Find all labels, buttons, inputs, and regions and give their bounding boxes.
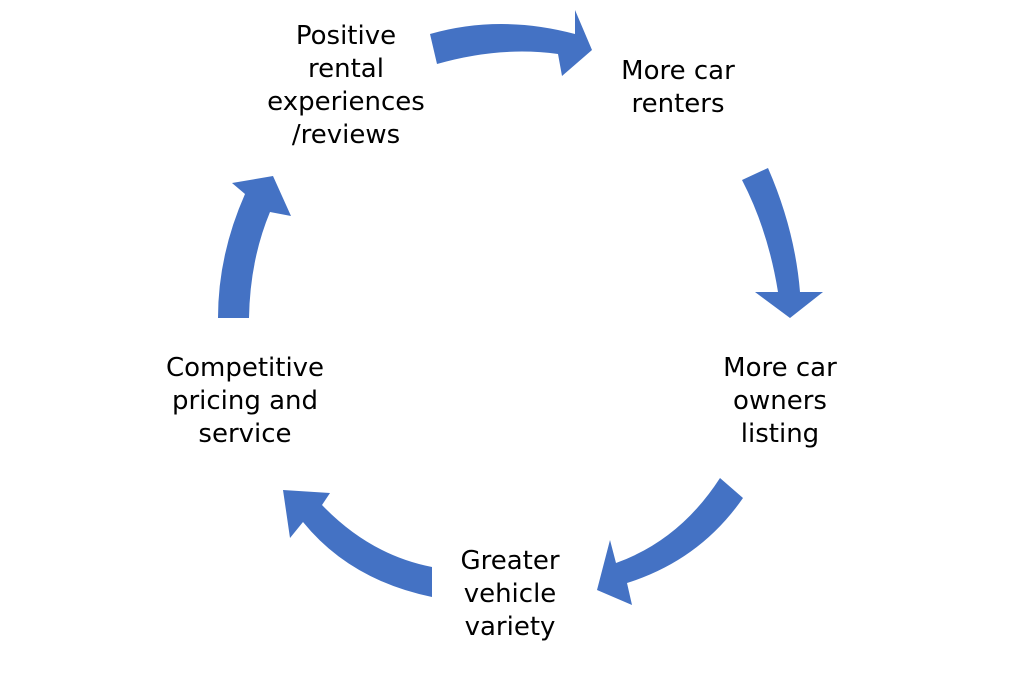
arrow-reviews-to-renters [430, 10, 592, 76]
node-competitive-pricing: Competitive pricing and service [165, 353, 325, 449]
arrow-owners-to-variety [597, 478, 743, 605]
node-positive-reviews: Positive rental experiences /reviews [267, 21, 425, 150]
arrow-pricing-to-reviews [218, 176, 291, 318]
arrow-variety-to-pricing [283, 490, 432, 597]
node-vehicle-variety: Greater vehicle variety [460, 546, 560, 642]
node-more-renters: More car renters [621, 56, 735, 119]
arrow-renters-to-owners [742, 168, 823, 318]
node-more-owners-listing: More car owners listing [723, 353, 837, 449]
